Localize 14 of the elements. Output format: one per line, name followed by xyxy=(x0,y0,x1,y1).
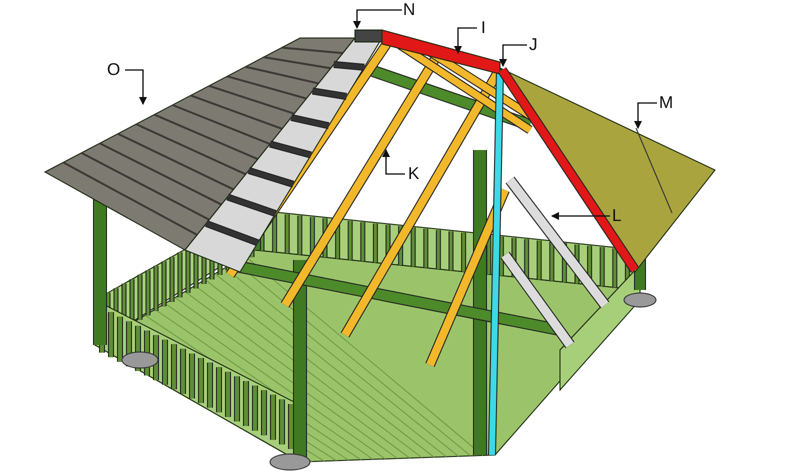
callout-letter: J xyxy=(529,36,538,54)
leader-line xyxy=(454,27,477,54)
leader-line xyxy=(499,44,527,67)
callout-letter: M xyxy=(659,94,674,112)
callout-letter: N xyxy=(403,1,416,19)
leader-line xyxy=(382,149,405,175)
leader-line xyxy=(353,9,402,29)
leader-line xyxy=(634,102,657,129)
leader-line xyxy=(125,69,147,105)
callout-letter: L xyxy=(612,207,622,225)
callout-letter: K xyxy=(408,165,420,183)
leader-line xyxy=(551,212,610,220)
callout-letter: O xyxy=(107,61,120,79)
callout-letter: I xyxy=(481,19,486,37)
